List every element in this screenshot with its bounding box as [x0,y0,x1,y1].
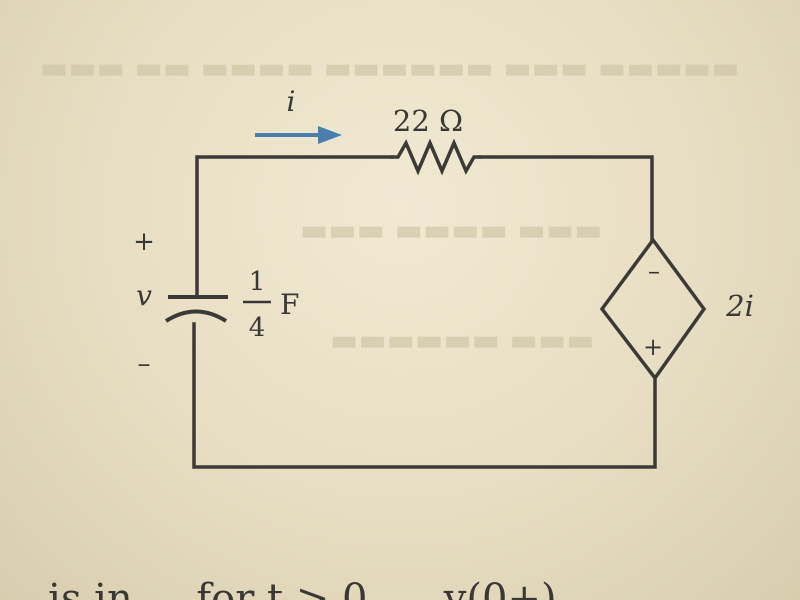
capacitance-denominator: 4 [249,313,266,343]
bleed-through-text: ▬▬▬ ▬▬ ▬▬▬▬ ▬▬▬▬▬▬ ▬▬▬ ▬▬▬▬▬ ▬▬▬ ▬▬▬▬ ▬▬… [40,51,740,358]
top-left-wire [195,155,394,297]
footer-text: ...is in ... for t > 0, ... v(0+) [10,576,557,600]
dependent-source-diamond [599,237,707,381]
svg-text:▬▬▬▬▬▬ ▬▬▬: ▬▬▬▬▬▬ ▬▬▬ [330,323,595,358]
voltage-label: v [136,279,152,312]
svg-text:▬▬▬ ▬▬▬▬ ▬▬▬: ▬▬▬ ▬▬▬▬ ▬▬▬ [300,213,603,248]
voltage-minus: – [138,349,151,379]
voltage-plus: + [133,227,155,257]
top-right-wire [478,155,654,243]
capacitance-unit: F [280,288,299,321]
source-top-sign: – [648,257,660,285]
current-arrow [255,126,342,144]
dependent-source-label: 2i [725,289,754,323]
svg-text:▬▬▬ ▬▬ ▬▬▬▬ ▬▬▬▬▬▬ ▬▬▬ ▬▬▬▬▬: ▬▬▬ ▬▬ ▬▬▬▬ ▬▬▬▬▬▬ ▬▬▬ ▬▬▬▬▬ [40,51,740,86]
resistor [390,138,482,176]
resistor-label: 22 Ω [393,104,463,138]
bottom-wire [192,322,657,469]
capacitance-numerator: 1 [249,267,266,297]
current-label: i [287,85,296,118]
source-bottom-sign: + [643,333,663,361]
capacitor-symbol [164,295,228,323]
